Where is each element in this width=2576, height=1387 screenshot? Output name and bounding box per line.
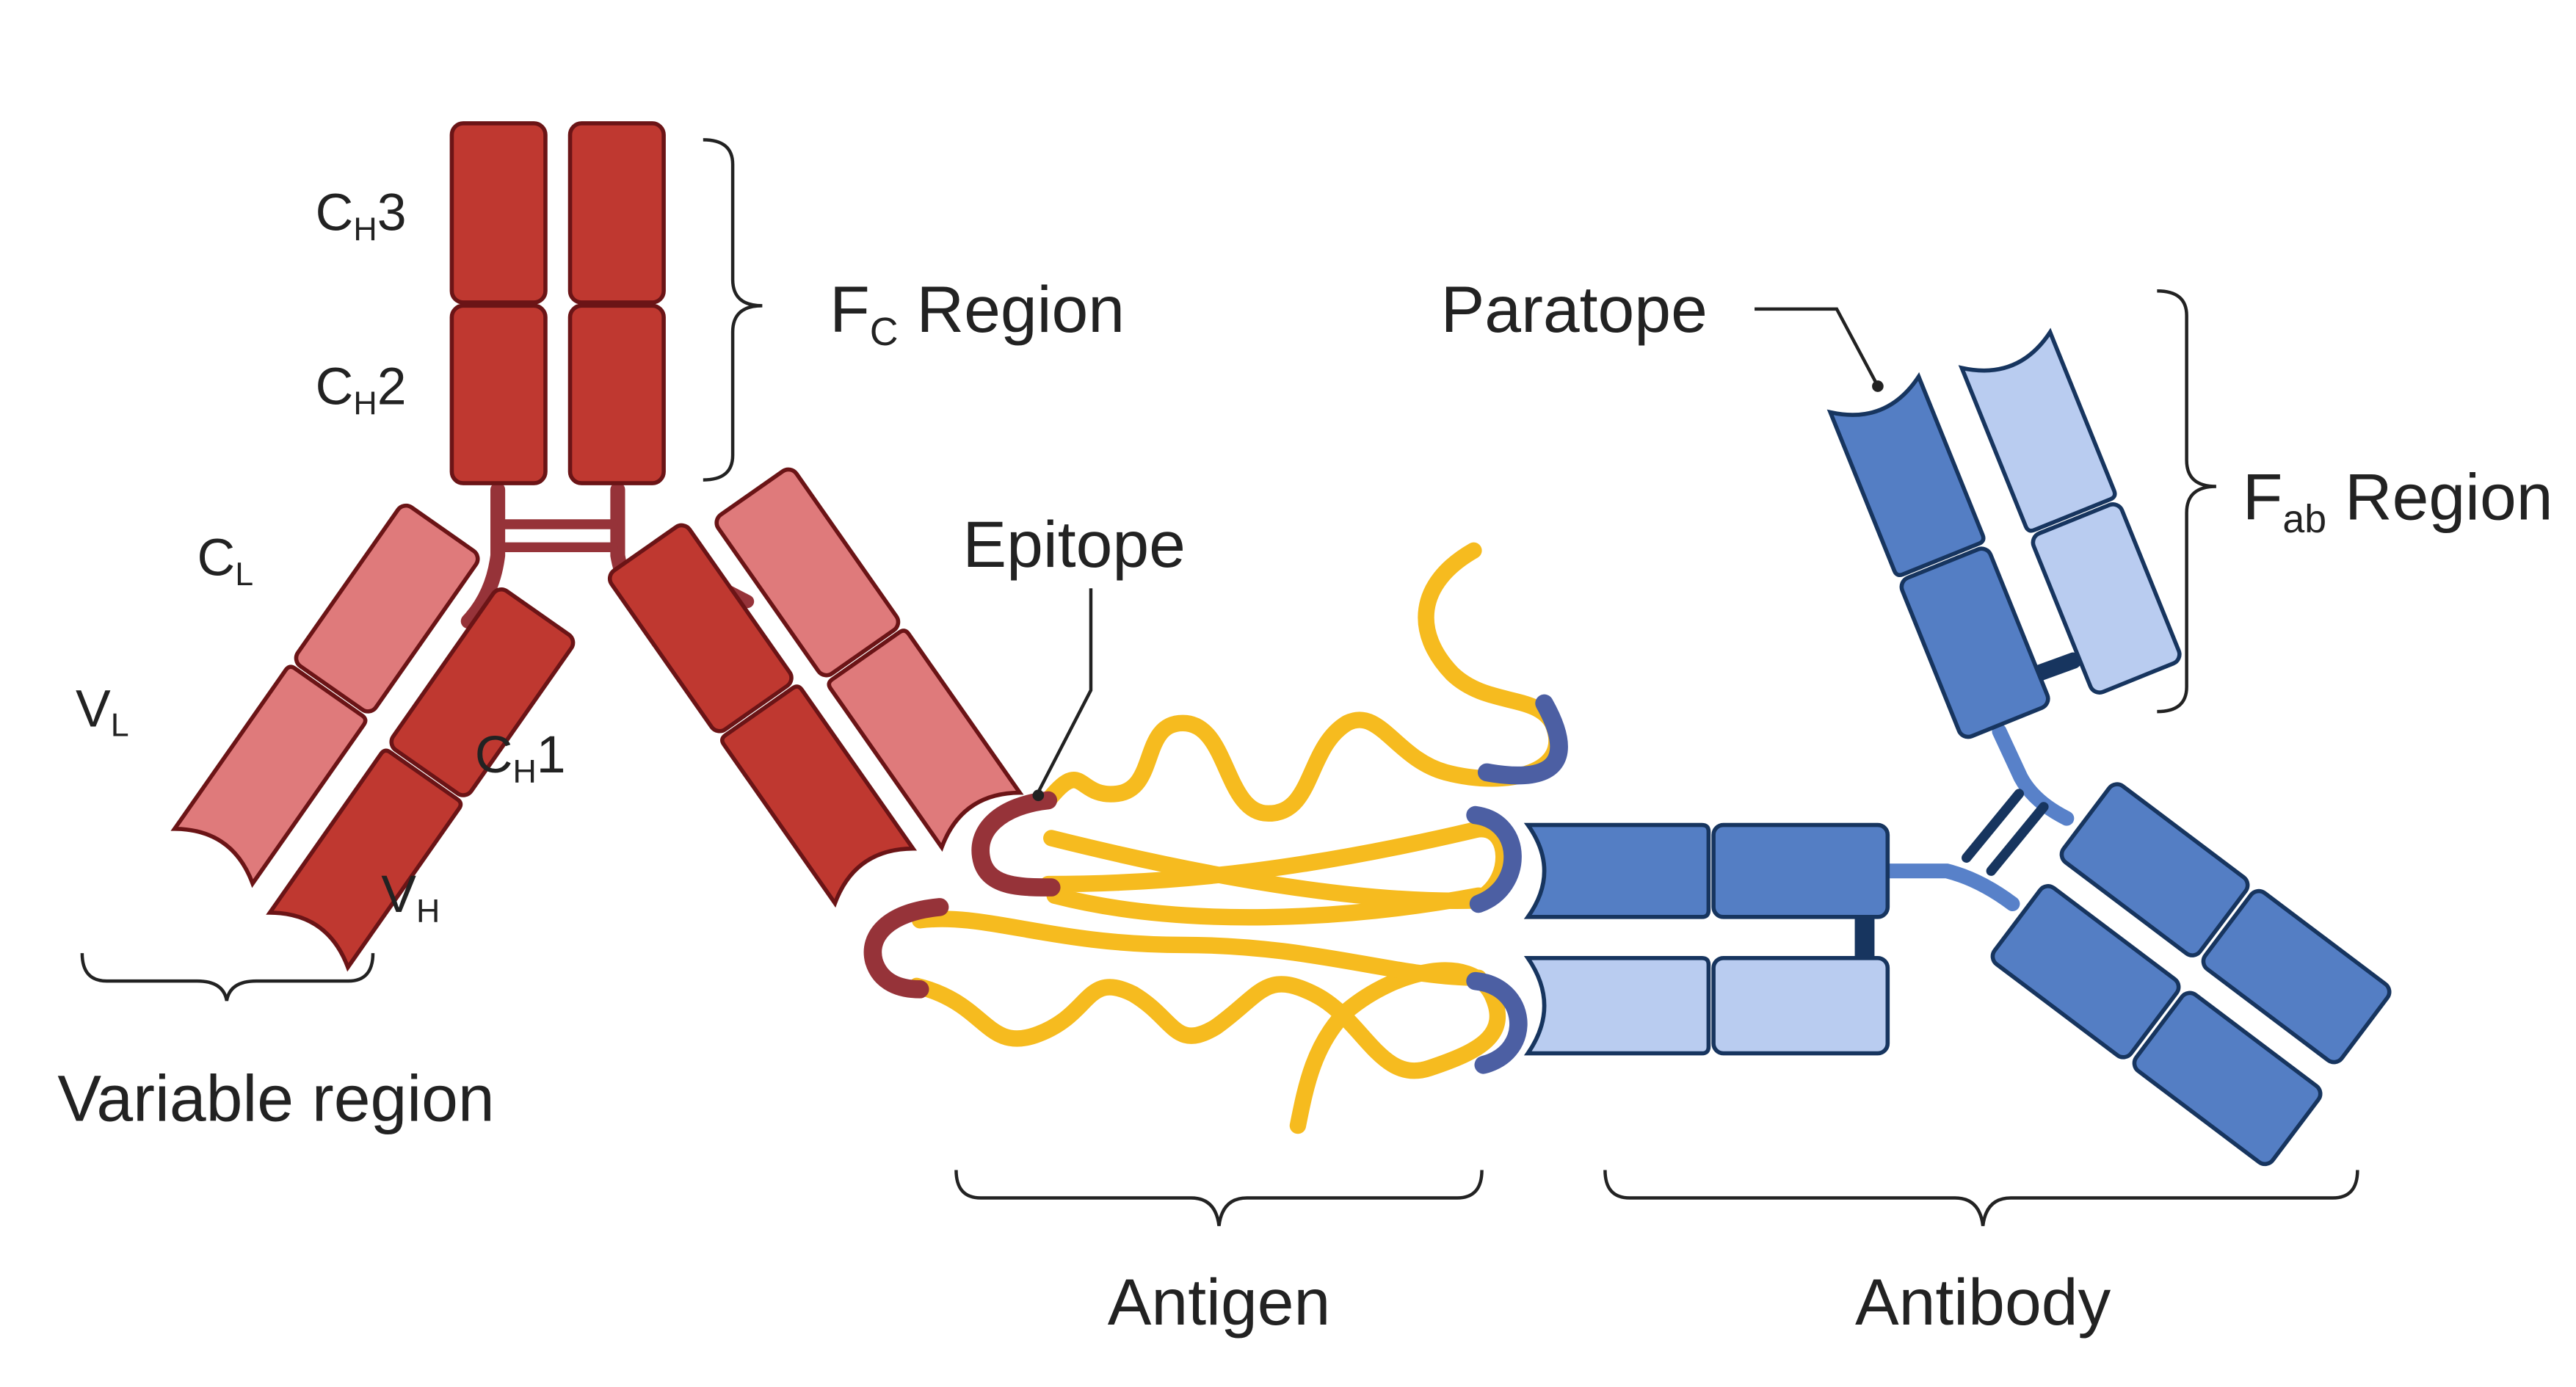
antibody-label: Antibody xyxy=(1855,1265,2111,1339)
left-light-chain xyxy=(170,503,480,888)
brackets xyxy=(80,138,2359,1226)
epitope-pointer xyxy=(1037,588,1093,793)
paratope-label: Paratope xyxy=(1441,272,1708,346)
fab-region-label: Fab Region xyxy=(2243,460,2553,541)
ch1-domain-right xyxy=(607,523,794,734)
right-heavy-chain xyxy=(607,523,918,908)
red-antibody xyxy=(170,121,1024,972)
right-light-chain xyxy=(714,467,1024,852)
vh-domain xyxy=(266,748,463,972)
antigen-bracket xyxy=(954,1170,1484,1226)
ch1-label: CH1 xyxy=(475,725,566,789)
blue-ch2-domain-top xyxy=(2059,782,2250,957)
fc-domains xyxy=(449,121,666,485)
upright-fab-heavy xyxy=(1826,372,2050,739)
upright-ch1-domain xyxy=(1899,546,2050,739)
blue-ch3-domain-bottom xyxy=(2132,991,2323,1167)
upright-fab-light xyxy=(1958,327,2182,695)
blue-antibody xyxy=(1523,327,2392,1167)
fab-bracket xyxy=(2157,289,2216,714)
cl-domain xyxy=(294,503,480,714)
bound-vl-domain xyxy=(1523,956,1711,1056)
ch3-domain-left xyxy=(449,121,548,305)
ch1-domain-left xyxy=(389,587,576,797)
bound-cl-domain xyxy=(1711,956,1890,1056)
bound-fab-light xyxy=(1523,956,1890,1056)
ch2-label: CH2 xyxy=(316,358,407,421)
vl-domain-right xyxy=(827,629,1024,852)
cl-label: CL xyxy=(197,528,254,592)
paratope-contact-segments xyxy=(1466,694,1568,1074)
upright-cl-domain xyxy=(2031,502,2182,695)
cl-domain-right xyxy=(714,467,901,678)
antigen-chain xyxy=(863,542,1568,1134)
upright-vl-domain xyxy=(1958,327,2117,533)
ch2-domain-right xyxy=(567,303,666,485)
bound-vh-domain xyxy=(1523,822,1711,919)
variable-bracket xyxy=(80,953,375,1002)
left-heavy-chain xyxy=(266,587,576,972)
antigen-label: Antigen xyxy=(1108,1265,1331,1339)
blue-hinge xyxy=(1854,652,2082,971)
fc-region-label: FC Region xyxy=(830,272,1125,354)
vl-label: VL xyxy=(76,679,129,743)
epitope-segments xyxy=(863,791,1061,999)
vl-domain xyxy=(170,664,368,888)
ch3-domain-right xyxy=(567,121,666,305)
vh-domain-right xyxy=(720,684,918,908)
antibody-bracket xyxy=(1603,1170,2359,1226)
paratope-pointer-dot xyxy=(1872,380,1884,392)
blue-fc xyxy=(1990,782,2392,1167)
upright-vh-domain xyxy=(1826,372,1986,577)
vh-label: VH xyxy=(381,865,440,929)
variable-region-label: Variable region xyxy=(57,1061,494,1134)
ch2-domain-left xyxy=(449,303,548,485)
epitope-label: Epitope xyxy=(962,507,1186,581)
fc-bracket xyxy=(703,138,763,482)
bound-ch1-domain xyxy=(1711,822,1890,919)
epitope-pointer-dot xyxy=(1032,789,1045,802)
blue-ch2-domain-bottom xyxy=(1990,884,2181,1060)
blue-ch3-domain-top xyxy=(2201,888,2392,1065)
bound-fab-heavy xyxy=(1523,822,1890,919)
labels: CH3 CH2 CH1 CL VL VH FC Region Fab Regio… xyxy=(57,183,2553,1338)
paratope-pointer xyxy=(1755,307,1878,384)
ch3-label: CH3 xyxy=(316,183,407,247)
